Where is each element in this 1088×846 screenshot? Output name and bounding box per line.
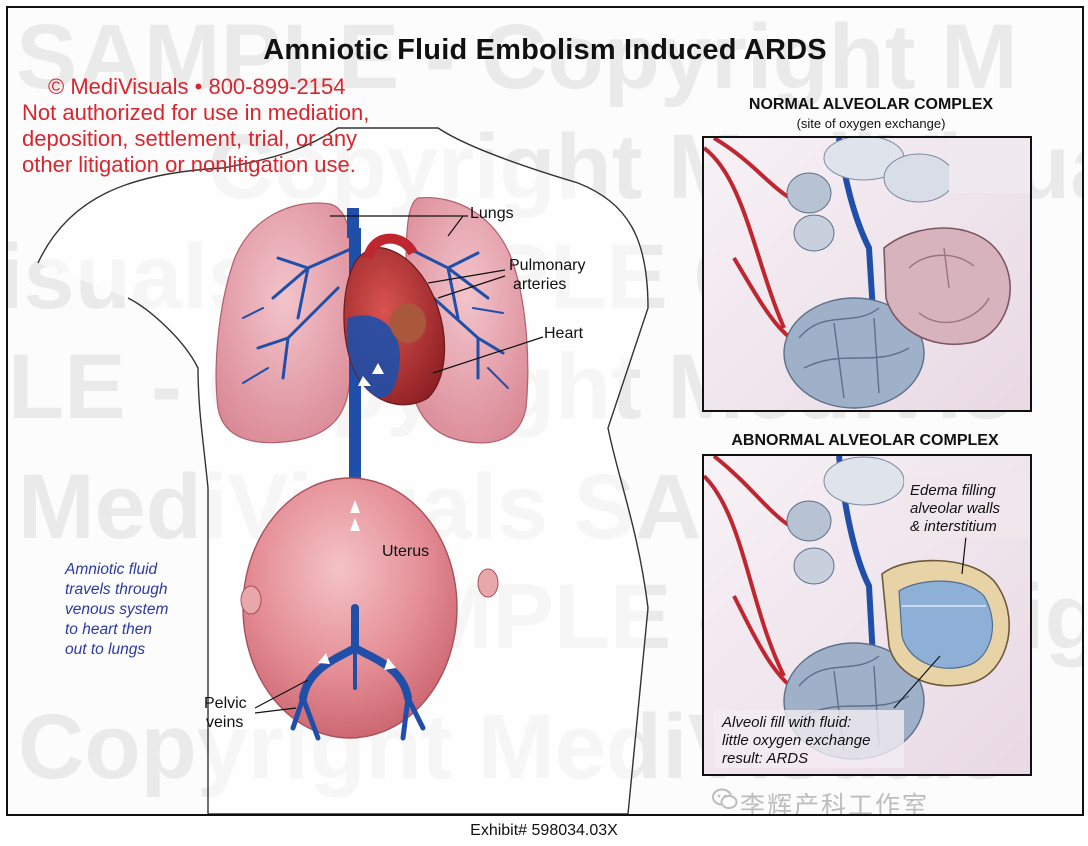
label-line: veins: [206, 714, 244, 731]
note-line: travels through: [65, 581, 168, 598]
note-line: to heart then: [65, 621, 153, 638]
ovary-right: [477, 568, 499, 598]
torso-illustration: [37, 127, 649, 814]
label-heart: Heart: [544, 325, 584, 342]
ovary-left: [240, 585, 262, 615]
copyright-line: other litigation or nonlitigation use.: [22, 152, 356, 177]
abnormal-panel-title: ABNORMAL ALVEOLAR COMPLEX: [731, 432, 999, 449]
copyright-notice: © MediVisuals • 800-899-2154 Not authori…: [22, 74, 452, 178]
abnormal-alveolar-art: [704, 456, 1030, 768]
label-pulmonary-arteries: Pulmonary arteries: [509, 256, 585, 294]
fluid-line: Alveoli fill with fluid:: [722, 714, 852, 731]
copyright-line: © MediVisuals • 800-899-2154: [48, 74, 346, 99]
fluid-line: little oxygen exchange: [722, 732, 871, 749]
edema-line: & interstitium: [910, 518, 997, 535]
fluid-line: result: ARDS: [722, 750, 809, 767]
exhibit-number: Exhibit# 598034.03X: [470, 822, 618, 839]
note-line: Amniotic fluid: [65, 561, 158, 578]
wechat-watermark: 李辉产科工作室: [740, 792, 930, 816]
note-line: out to lungs: [65, 641, 146, 658]
uterus: [242, 477, 458, 739]
label-line: Pulmonary: [509, 257, 586, 274]
copyright-line: deposition, settlement, trial, or any: [22, 126, 358, 151]
label-pelvic-veins: Pelvic veins: [204, 694, 247, 732]
page-title: Amniotic Fluid Embolism Induced ARDS: [263, 34, 827, 66]
fluid-note: Alveoli fill with fluid: little oxygen e…: [722, 714, 870, 768]
abnormal-alveolar-panel: Edema filling alveolar walls & interstit…: [702, 454, 1032, 776]
normal-panel-title: NORMAL ALVEOLAR COMPLEX: [748, 96, 994, 113]
label-line: arteries: [513, 276, 567, 293]
normal-alveolar-art: [704, 138, 1030, 409]
label-lungs: Lungs: [470, 205, 514, 222]
normal-alveolar-panel: [702, 136, 1032, 412]
normal-panel-subtitle: (site of oxygen exchange): [796, 116, 946, 131]
leader-lines: [254, 215, 544, 714]
wechat-icon: [712, 788, 738, 809]
note-line: venous system: [65, 601, 169, 618]
amniotic-fluid-note: Amniotic fluid travels through venous sy…: [65, 560, 215, 660]
left-atrium: [390, 303, 426, 343]
label-uterus: Uterus: [382, 543, 430, 560]
aortic-arch: [363, 233, 418, 260]
copyright-line: Not authorized for use in mediation,: [22, 100, 370, 125]
edema-note: Edema filling alveolar walls & interstit…: [910, 482, 1000, 536]
edema-line: Edema filling: [910, 482, 996, 499]
illustration-frame: SAMPLE - Copyright M Copyright MediVisua…: [6, 6, 1084, 816]
right-ventricle: [346, 315, 400, 399]
label-line: Pelvic: [204, 695, 247, 712]
edema-line: alveolar walls: [910, 500, 1001, 517]
flow-arrows: [318, 363, 396, 670]
